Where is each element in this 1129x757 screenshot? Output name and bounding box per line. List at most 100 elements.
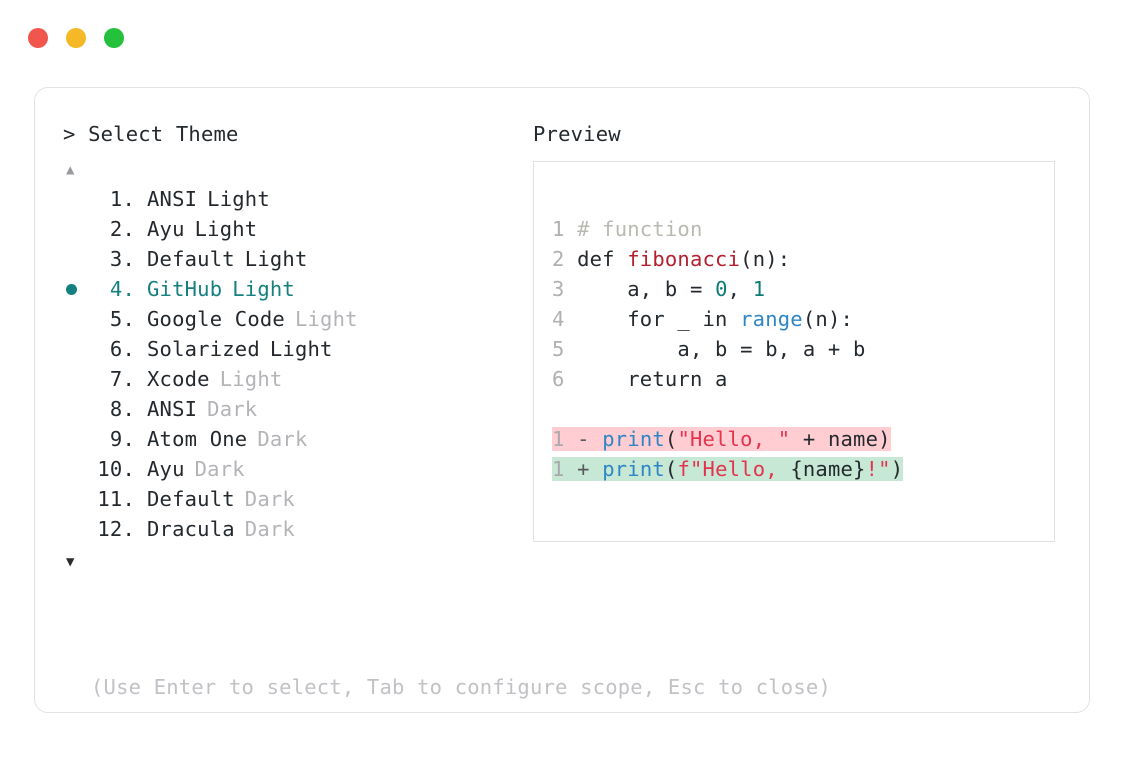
theme-item-mode: Light <box>244 246 308 271</box>
code-line-number: 4 <box>552 306 565 331</box>
code-line-number: 3 <box>552 276 565 301</box>
theme-item-mode: Light <box>219 366 283 391</box>
code-token: !" <box>865 456 891 481</box>
minimize-dot[interactable] <box>66 28 86 48</box>
code-gutter-space <box>565 247 578 271</box>
theme-item-number: 10. <box>97 456 135 481</box>
code-token: ( <box>664 426 678 451</box>
theme-list-item[interactable]: 10. Ayu Dark <box>63 457 533 487</box>
code-token: + name) <box>790 426 891 451</box>
diff-line-number: 1 <box>552 456 565 481</box>
code-token: 1 <box>752 276 766 301</box>
window-traffic-lights <box>28 28 124 48</box>
theme-item-mode: Light <box>194 216 258 241</box>
code-token: (n): <box>802 306 854 331</box>
theme-item-name: Default <box>147 486 235 511</box>
code-line-number: 6 <box>552 366 565 391</box>
code-token: ) <box>890 456 904 481</box>
diff-added-line: 1 + print(f"Hello, {name}!") <box>552 456 904 481</box>
code-gutter-space <box>565 217 578 241</box>
close-dot[interactable] <box>28 28 48 48</box>
diff-sign: + <box>564 456 603 481</box>
theme-item-number: 8. <box>109 396 135 421</box>
code-token: "Hello, " <box>677 426 791 451</box>
theme-item-number: 5. <box>109 306 135 331</box>
theme-item-number: 4. <box>109 276 135 301</box>
theme-item-name: ANSI <box>147 186 198 211</box>
theme-item-mode: Light <box>232 276 295 301</box>
code-token: def <box>577 246 628 271</box>
theme-item-number: 12. <box>97 516 135 541</box>
code-line-number: 1 <box>552 216 565 241</box>
selected-bullet-icon <box>66 283 77 295</box>
scroll-down-arrow-icon[interactable]: ▼ <box>66 553 75 570</box>
code-token: print <box>602 456 665 481</box>
maximize-dot[interactable] <box>104 28 124 48</box>
theme-item-number: 2. <box>109 216 135 241</box>
page-title: Select Theme <box>88 122 239 146</box>
code-token: a, b = <box>577 276 716 301</box>
code-gutter-space <box>565 367 578 391</box>
code-token: , <box>727 276 753 301</box>
theme-item-name: Ayu <box>147 216 185 241</box>
theme-item-number: 7. <box>109 366 135 391</box>
code-token: ( <box>664 456 678 481</box>
theme-item-name: Xcode <box>147 366 210 391</box>
code-token: range <box>740 306 803 331</box>
code-line-number: 5 <box>552 336 565 361</box>
theme-item-mode: Dark <box>207 396 258 421</box>
code-blank-line <box>552 394 903 424</box>
theme-list-item[interactable]: 9. Atom One Dark <box>63 427 533 457</box>
code-line: 4 for _ in range(n): <box>552 304 903 334</box>
theme-list-item[interactable]: 7. Xcode Light <box>63 367 533 397</box>
diff-removed-line: 1 - print("Hello, " + name) <box>552 426 891 451</box>
select-theme-heading: > Select Theme <box>63 122 533 147</box>
theme-item-mode: Dark <box>194 456 245 481</box>
theme-item-number: 9. <box>109 426 135 451</box>
code-token: # function <box>577 216 703 241</box>
theme-list-item[interactable]: 5. Google Code Light <box>63 307 533 337</box>
diff-line-number: 1 <box>552 426 565 451</box>
theme-item-mode: Dark <box>244 516 295 541</box>
code-token: {name} <box>790 456 866 481</box>
code-token: print <box>602 426 665 451</box>
theme-item-name: Solarized <box>147 336 260 361</box>
diff-line: 1 - print("Hello, " + name) <box>552 424 903 454</box>
code-token: for _ in <box>577 306 741 331</box>
code-gutter-space <box>565 307 578 331</box>
code-line: 3 a, b = 0, 1 <box>552 274 903 304</box>
theme-item-number: 1. <box>109 186 135 211</box>
theme-list-item[interactable]: 2. Ayu Light <box>63 217 533 247</box>
theme-item-mode: Dark <box>257 426 308 451</box>
code-line: 5 a, b = b, a + b <box>552 334 903 364</box>
code-line: 1 # function <box>552 214 903 244</box>
code-token: a, b = b, a + b <box>577 336 866 361</box>
theme-item-number: 3. <box>109 246 135 271</box>
keyboard-hint: (Use Enter to select, Tab to configure s… <box>91 675 831 699</box>
scroll-up-arrow-icon[interactable]: ▲ <box>66 161 75 178</box>
code-gutter-space <box>565 277 578 301</box>
code-token: (n): <box>740 246 791 271</box>
diff-line: 1 + print(f"Hello, {name}!") <box>552 454 904 484</box>
theme-item-name: Ayu <box>147 456 185 481</box>
code-line-number: 2 <box>552 246 565 271</box>
theme-item-name: Google Code <box>147 306 285 331</box>
theme-item-name: Atom One <box>147 426 248 451</box>
code-token: f"Hello, <box>677 456 791 481</box>
theme-item-mode: Light <box>294 306 358 331</box>
theme-item-mode: Light <box>269 336 333 361</box>
